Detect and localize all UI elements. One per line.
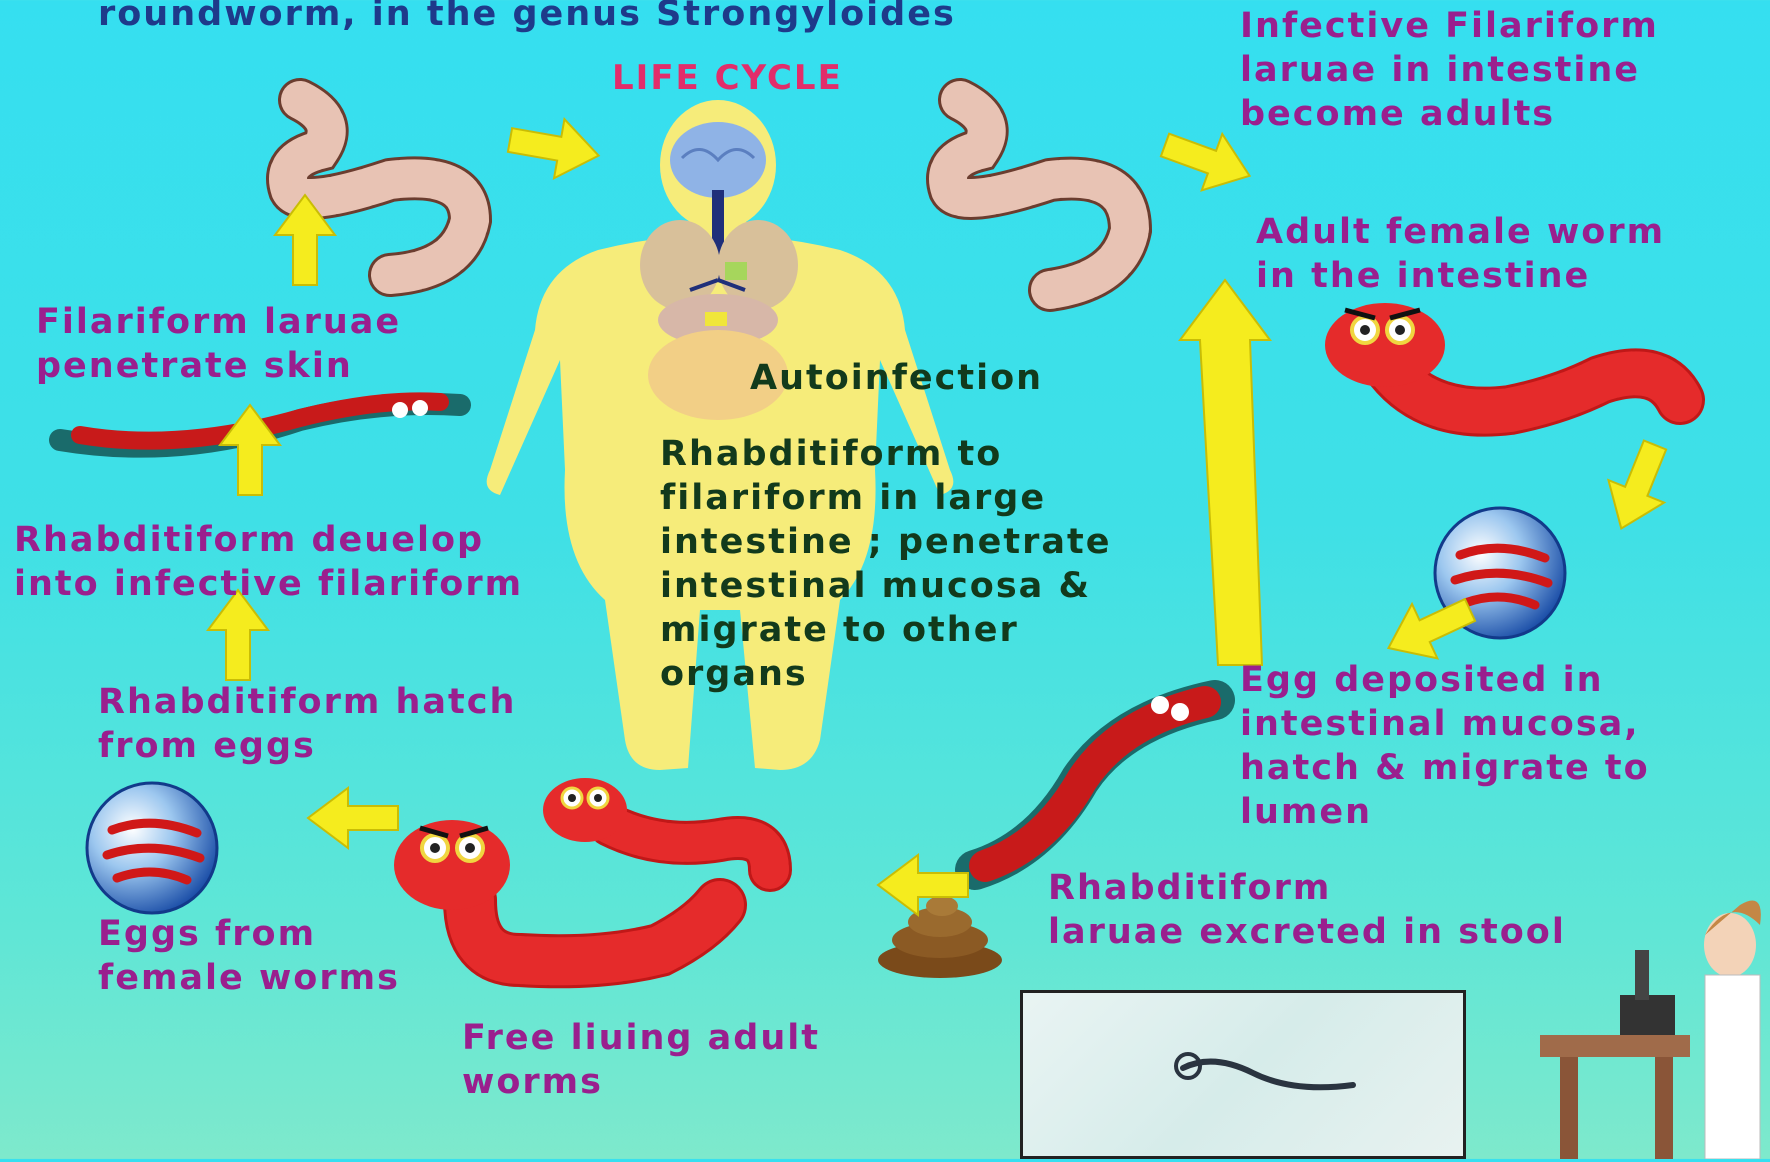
tan-worm-icon <box>948 100 1130 290</box>
label-free-living: Free liuing adult worms <box>462 1016 820 1104</box>
red-worm-icon <box>543 778 770 870</box>
label-filariform-penetrate: Filariform laruae penetrate skin <box>36 300 401 388</box>
label-rhabditiform-stool: Rhabditiform laruae excreted in stool <box>1048 866 1566 954</box>
label-eggs-female: Eggs from female worms <box>98 912 400 1000</box>
label-egg-deposited: Egg deposited in intestinal mucosa, hatc… <box>1240 658 1650 834</box>
label-autoinfection-title: Autoinfection <box>750 356 1043 400</box>
label-rhabditiform-develop: Rhabditiform deuelop into infective fila… <box>14 518 523 606</box>
page-title: LIFE CYCLE <box>612 56 843 100</box>
label-autoinfection-body: Rhabditiform to filariform in large inte… <box>660 432 1112 696</box>
microscope-scientist-icon <box>1540 901 1761 1160</box>
long-arrow <box>1180 280 1270 665</box>
egg-sphere-icon <box>87 783 217 913</box>
header-subtitle: roundworm, in the genus Strongyloides <box>98 0 956 36</box>
label-rhabditiform-hatch: Rhabditiform hatch from eggs <box>98 680 516 768</box>
label-adult-female: Adult female worm in the intestine <box>1256 210 1665 298</box>
red-worm-icon <box>1325 303 1680 412</box>
label-infective-filariform: Infective Filariform laruae in intestine… <box>1240 4 1659 136</box>
filariform-larva-icon <box>975 696 1215 870</box>
stool-icon <box>878 896 1002 978</box>
micrograph-image <box>1020 990 1466 1159</box>
